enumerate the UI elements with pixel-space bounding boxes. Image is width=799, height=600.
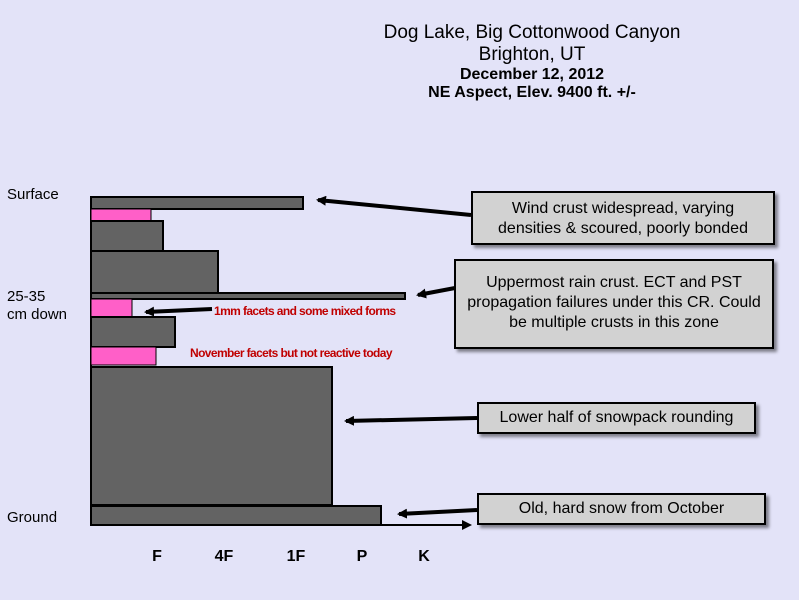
xtick-f: F [152, 548, 162, 565]
title-date: December 12, 2012 [459, 65, 605, 83]
layer-snow-3 [90, 316, 176, 348]
title-aspect: NE Aspect, Elev. 9400 ft. +/- [428, 84, 636, 102]
callout-wind-crust: Wind crust widespread, varying densities… [471, 191, 775, 245]
callout-old-snow: Old, hard snow from October [477, 493, 766, 525]
ylabel-mid-2: cm down [7, 306, 68, 323]
layer-snow-2 [90, 250, 219, 294]
arrow-old-snow [397, 508, 478, 519]
arrow-wind-crust [316, 195, 472, 217]
note-november-facets: November facets but not reactive today [190, 346, 393, 360]
xtick-k: K [418, 548, 430, 565]
layer-snow-1 [90, 220, 164, 252]
layer-facets-november [90, 346, 157, 366]
snow-layers [90, 196, 406, 526]
layer-wind-crust [90, 196, 304, 210]
callout-lower-half: Lower half of snowpack rounding [477, 402, 756, 434]
layer-old-snow [90, 505, 382, 526]
layer-rounds [90, 366, 333, 506]
callout-rain-crust: Uppermost rain crust. ECT and PST propag… [454, 259, 774, 349]
layer-facets-upper [90, 208, 152, 222]
ylabel-mid-1: 25-35 [7, 288, 46, 305]
xtick-1f: 1F [286, 548, 306, 565]
ylabel-ground: Ground [7, 509, 58, 526]
title-block: Dog Lake, Big Cottonwood Canyon Brighton… [332, 22, 732, 102]
layer-rain-crust [90, 292, 406, 300]
note-facets-1mm: 1mm facets and some mixed forms [214, 304, 396, 318]
arrow-rain-crust [416, 286, 456, 299]
ylabel-surface: Surface [7, 186, 59, 203]
arrow-lower-half [344, 415, 478, 426]
xtick-p: P [356, 548, 368, 565]
arrow-facets-1mm [144, 306, 213, 317]
xtick-4f: 4F [214, 548, 234, 565]
layer-facets-1mm [90, 298, 133, 318]
title-town: Brighton, UT [478, 43, 586, 65]
title-location: Dog Lake, Big Cottonwood Canyon [383, 22, 681, 43]
